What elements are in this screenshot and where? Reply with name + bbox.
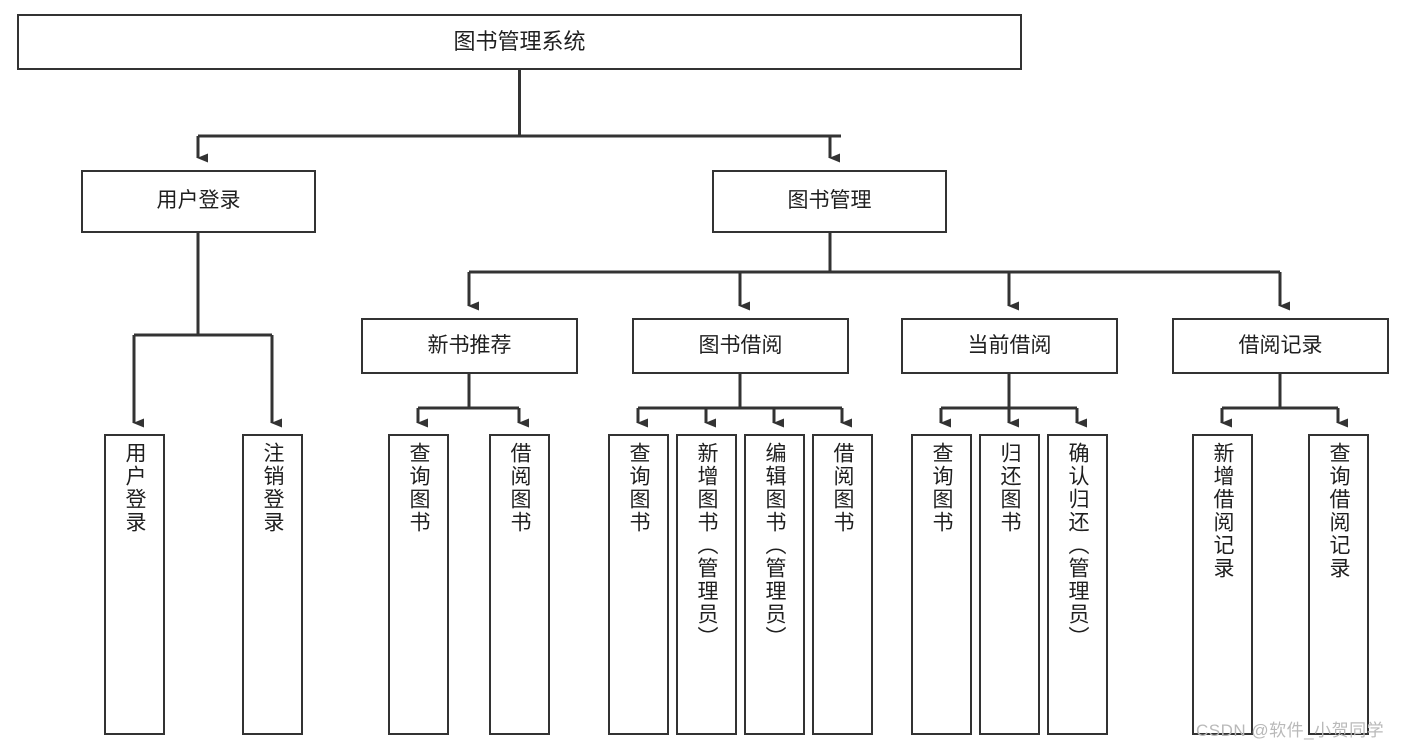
node-book-borrow-label: 图书借阅 xyxy=(698,333,783,357)
node-current-borrow[interactable]: 当前借阅 xyxy=(901,318,1118,374)
leaf-current-borrow-confirm-return[interactable]: 确认归还（管理员） xyxy=(1047,434,1108,735)
leaf-new-book-borrow-book[interactable]: 借阅图书 xyxy=(489,434,550,735)
node-current-borrow-label: 当前借阅 xyxy=(967,333,1052,357)
node-new-book-recommend-label: 新书推荐 xyxy=(427,333,512,357)
leaf-book-borrow-borrow-book[interactable]: 借阅图书 xyxy=(812,434,873,735)
leaf-book-borrow-query-book[interactable]: 查询图书 xyxy=(608,434,669,735)
leaf-book-borrow-borrow-book-label: 借阅图书 xyxy=(831,442,854,534)
leaf-user-login-login-label: 用户登录 xyxy=(123,442,146,534)
leaf-borrow-record-query-record[interactable]: 查询借阅记录 xyxy=(1308,434,1369,735)
leaf-book-borrow-edit-book[interactable]: 编辑图书（管理员） xyxy=(744,434,805,735)
leaf-new-book-borrow-book-label: 借阅图书 xyxy=(508,442,531,534)
leaf-new-book-query-book[interactable]: 查询图书 xyxy=(388,434,449,735)
leaf-current-borrow-confirm-return-label: 确认归还（管理员） xyxy=(1066,442,1089,649)
leaf-user-login-logout[interactable]: 注销登录 xyxy=(242,434,303,735)
node-book-management-label: 图书管理 xyxy=(787,189,872,213)
leaf-user-login-login[interactable]: 用户登录 xyxy=(104,434,165,735)
leaf-user-login-logout-label: 注销登录 xyxy=(261,442,284,534)
leaf-book-borrow-add-book-label: 新增图书（管理员） xyxy=(695,442,718,649)
node-borrow-record-label: 借阅记录 xyxy=(1238,333,1323,357)
node-borrow-record[interactable]: 借阅记录 xyxy=(1172,318,1389,374)
node-book-borrow[interactable]: 图书借阅 xyxy=(632,318,849,374)
leaf-borrow-record-query-record-label: 查询借阅记录 xyxy=(1327,442,1350,580)
node-user-login-label: 用户登录 xyxy=(156,189,241,213)
node-root-label: 图书管理系统 xyxy=(453,29,586,55)
leaf-current-borrow-return-book[interactable]: 归还图书 xyxy=(979,434,1040,735)
leaf-book-borrow-add-book[interactable]: 新增图书（管理员） xyxy=(676,434,737,735)
leaf-borrow-record-add-record-label: 新增借阅记录 xyxy=(1211,442,1234,580)
leaf-current-borrow-query-book[interactable]: 查询图书 xyxy=(911,434,972,735)
node-user-login[interactable]: 用户登录 xyxy=(81,170,316,233)
leaf-current-borrow-query-book-label: 查询图书 xyxy=(930,442,953,534)
leaf-new-book-query-book-label: 查询图书 xyxy=(407,442,430,534)
leaf-book-borrow-edit-book-label: 编辑图书（管理员） xyxy=(763,442,786,649)
node-new-book-recommend[interactable]: 新书推荐 xyxy=(361,318,578,374)
leaf-borrow-record-add-record[interactable]: 新增借阅记录 xyxy=(1192,434,1253,735)
node-root-book-management-system[interactable]: 图书管理系统 xyxy=(17,14,1022,70)
node-book-management[interactable]: 图书管理 xyxy=(712,170,947,233)
leaf-book-borrow-query-book-label: 查询图书 xyxy=(627,442,650,534)
leaf-current-borrow-return-book-label: 归还图书 xyxy=(998,442,1021,534)
